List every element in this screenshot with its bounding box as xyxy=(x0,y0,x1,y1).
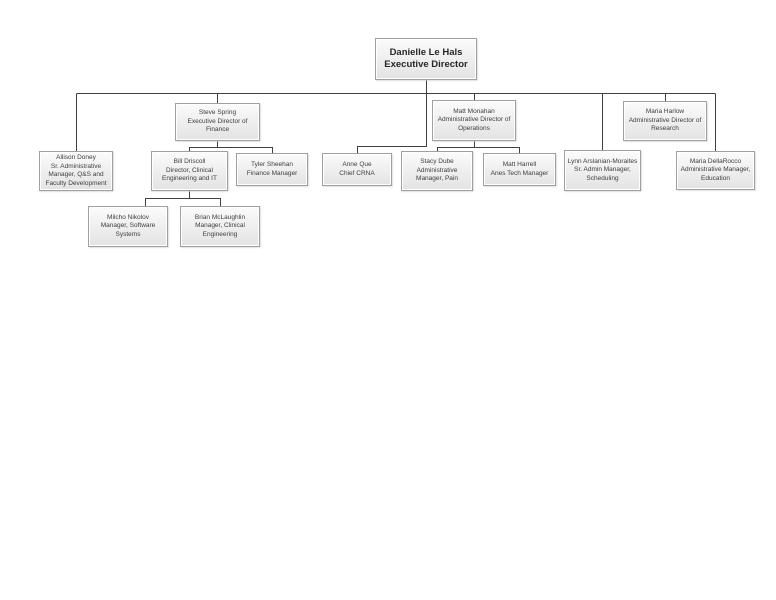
node-maria-dellarocco[interactable]: Maria DellaRocco Administrative Manager,… xyxy=(676,151,755,190)
node-name: Lynn Arslanian-Moraites xyxy=(567,157,638,165)
node-title: Administrative Manager, Pain xyxy=(416,166,458,183)
node-title: Anes Tech Manager xyxy=(490,169,549,177)
node-name: Maria DellaRocco xyxy=(689,157,742,165)
node-matt-monahan[interactable]: Matt Monahan Administrative Director of … xyxy=(432,100,516,141)
node-name: Milcho Nikolov xyxy=(107,213,149,221)
node-name: Matt Harrell xyxy=(502,161,537,168)
node-maria-harlow[interactable]: Maria Harlow Administrative Director of … xyxy=(623,101,707,141)
connector-matt-children xyxy=(437,141,520,154)
node-title: Administrative Director of Research xyxy=(628,116,702,133)
node-title: Executive Director xyxy=(384,59,468,70)
node-name: Stacy Dube xyxy=(420,158,454,166)
node-allison-doney[interactable]: Allison Doney Sr. Administrative Manager… xyxy=(39,151,113,191)
node-stacy-dube[interactable]: Stacy Dube Administrative Manager, Pain xyxy=(401,151,473,191)
node-name: Maria Harlow xyxy=(645,108,685,116)
node-title: Executive Director of Finance xyxy=(187,117,248,134)
node-matt-harrell[interactable]: Matt Harrell Anes Tech Manager xyxy=(483,153,556,186)
node-name: Bill Driscoll xyxy=(173,158,206,166)
node-name: Brian McLaughlin xyxy=(194,213,246,221)
node-title: Administrative Manager, Education xyxy=(680,166,751,182)
node-title: Manager, Software Systems xyxy=(100,222,156,238)
node-anne-que[interactable]: Anne Que Chief CRNA xyxy=(322,153,392,186)
node-title: Sr. Admin Manager, Scheduling xyxy=(574,166,631,182)
node-name: Anne Que xyxy=(342,161,372,168)
node-title: Finance Manager xyxy=(246,169,298,177)
node-brian-mclaughlin[interactable]: Brian McLaughlin Manager, Clinical Engin… xyxy=(180,206,260,247)
node-name: Danielle Le Hals xyxy=(389,47,463,58)
node-milcho-nikolov[interactable]: Milcho Nikolov Manager, Software Systems xyxy=(88,206,168,247)
node-name: Matt Monahan xyxy=(453,107,495,115)
node-name: Allison Doney xyxy=(56,154,96,161)
node-steve-spring[interactable]: Steve Spring Executive Director of Finan… xyxy=(175,103,260,141)
node-name: Steve Spring xyxy=(198,109,237,117)
node-danielle-le-hals[interactable]: Danielle Le Hals Executive Director xyxy=(375,38,477,80)
connector-steve-children xyxy=(189,141,273,154)
node-title: Administrative Director of Operations xyxy=(437,116,511,132)
node-lynn-arslanian-moraites[interactable]: Lynn Arslanian-Moraites Sr. Admin Manage… xyxy=(564,150,641,191)
node-title: Chief CRNA xyxy=(339,169,375,177)
node-bill-driscoll[interactable]: Bill Driscoll Director, Clinical Enginee… xyxy=(151,151,228,191)
connector-drop-anne xyxy=(357,93,427,154)
node-name: Tyler Sheehan xyxy=(251,161,293,168)
node-title: Sr. Administrative Manager, Q&S and Facu… xyxy=(45,162,107,187)
node-tyler-sheehan[interactable]: Tyler Sheehan Finance Manager xyxy=(236,153,308,186)
node-title: Director, Clinical Engineering and IT xyxy=(162,166,217,183)
connector-bill-children xyxy=(145,191,221,207)
node-title: Manager, Clinical Engineering xyxy=(195,222,245,238)
